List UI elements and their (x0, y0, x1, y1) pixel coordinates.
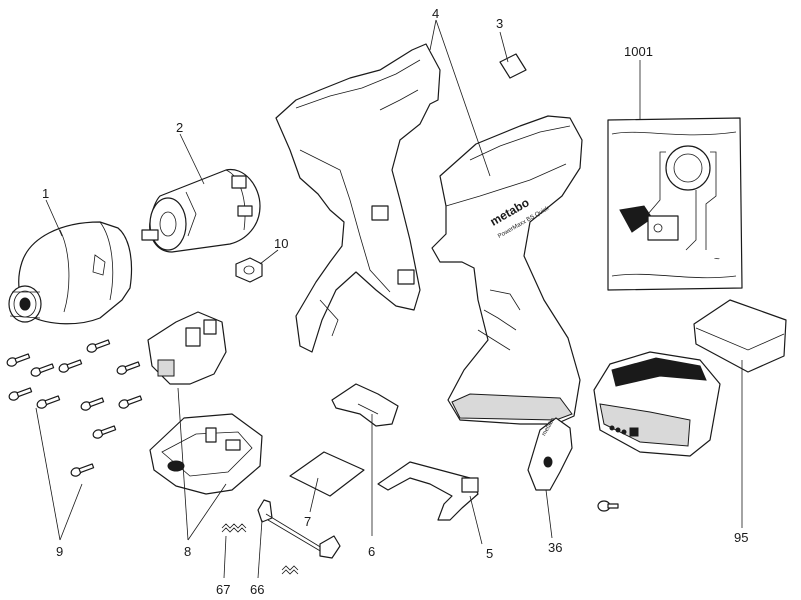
battery-pack[interactable] (593, 351, 721, 457)
callout-36: 36 (548, 540, 562, 555)
callout-4: 4 (432, 6, 439, 21)
part-10-nut[interactable] (235, 257, 263, 283)
part-9-screws[interactable] (6, 338, 143, 477)
part-3-label[interactable] (499, 53, 527, 79)
part-8-switch-assembly[interactable] (147, 311, 263, 495)
callout-2: 2 (176, 120, 183, 135)
callout-9: 9 (56, 544, 63, 559)
part-1001-wiring-inset[interactable]: ~ (607, 117, 743, 291)
callout-7: 7 (304, 514, 311, 529)
ac-symbol: ~ (714, 254, 720, 265)
part-36-belt-hook[interactable]: metabo (527, 416, 573, 491)
callout-1: 1 (42, 186, 49, 201)
part-66-lever[interactable] (257, 499, 341, 559)
callout-5: 5 (486, 546, 493, 561)
callout-1001: 1001 (624, 44, 653, 59)
part-7-plate[interactable] (289, 451, 365, 497)
part-5-bracket[interactable] (377, 461, 479, 521)
callout-95: 95 (734, 530, 748, 545)
part-4-housing-right[interactable]: metabo PowerMaxx BS Quick (431, 115, 583, 425)
part-6-slide-button[interactable] (331, 383, 399, 427)
callout-3: 3 (496, 16, 503, 31)
callout-6: 6 (368, 544, 375, 559)
part-4-housing-left[interactable] (275, 43, 441, 353)
callout-8: 8 (184, 544, 191, 559)
callout-67: 67 (216, 582, 230, 597)
callout-labels: 1 2 3 4 5 6 7 8 9 10 36 66 67 95 1001 (42, 6, 748, 597)
part-1-gearbox[interactable] (8, 221, 133, 325)
leader-lines (35, 19, 743, 579)
callout-66: 66 (250, 582, 264, 597)
small-screw[interactable] (597, 500, 619, 512)
callout-10: 10 (274, 236, 288, 251)
part-95-cover-plate[interactable] (693, 299, 787, 373)
part-67-springs[interactable] (221, 523, 299, 575)
part-2-motor[interactable] (141, 168, 261, 253)
